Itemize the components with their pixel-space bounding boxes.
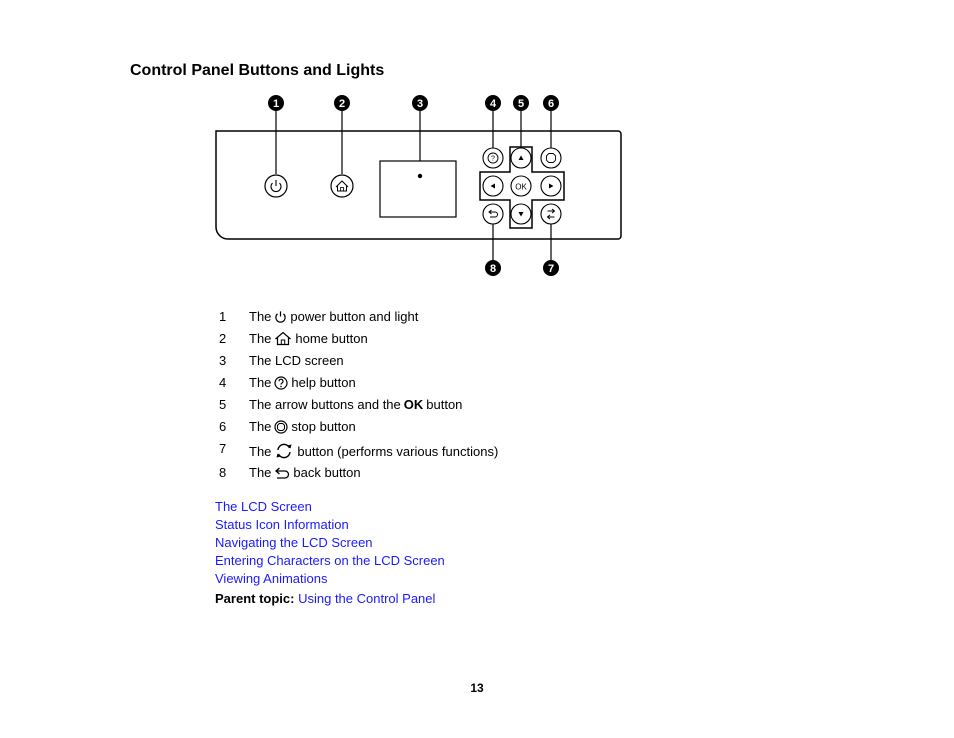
parent-topic-link[interactable]: Using the Control Panel [298,591,436,606]
back-icon [275,467,290,479]
callout-2: 2 [334,95,350,111]
home-button[interactable] [330,174,354,198]
callout-1: 1 [268,95,284,111]
link-entering-characters[interactable]: Entering Characters on the LCD Screen [215,553,445,568]
help-button[interactable]: ? [482,147,504,169]
callout-7: 7 [543,260,559,276]
svg-text:4: 4 [490,98,497,110]
link-navigating-lcd-screen[interactable]: Navigating the LCD Screen [215,535,373,550]
down-arrow-button[interactable] [510,203,532,225]
svg-text:1: 1 [273,98,279,110]
stop-button[interactable] [540,147,562,169]
back-button[interactable] [482,203,504,225]
link-status-icon-information[interactable]: Status Icon Information [215,517,349,532]
svg-text:2: 2 [339,98,345,110]
power-button[interactable] [264,174,288,198]
callout-8: 8 [485,260,501,276]
stop-icon [274,419,289,434]
svg-text:3: 3 [417,98,423,110]
link-viewing-animations[interactable]: Viewing Animations [215,571,328,586]
callout-3: 3 [412,95,428,111]
help-icon [274,375,289,390]
cycle-icon [276,443,292,459]
ok-button[interactable]: OK [510,175,532,197]
link-lcd-screen[interactable]: The LCD Screen [215,499,312,514]
power-icon [275,311,287,323]
parent-topic-label: Parent topic: [215,591,295,606]
left-arrow-button[interactable] [482,175,504,197]
page-title: Control Panel Buttons and Lights [130,62,385,79]
svg-text:6: 6 [548,98,554,110]
svg-text:5: 5 [518,98,524,110]
right-arrow-button[interactable] [540,175,562,197]
lcd-screen [379,160,457,218]
svg-text:?: ? [491,156,495,163]
control-panel-diagram: 1 2 3 4 5 6 7 8 [215,95,622,276]
callout-5: 5 [513,95,529,111]
parent-topic: Parent topic: Using the Control Panel [215,591,435,606]
home-icon [275,331,292,346]
callout-4: 4 [485,95,501,111]
page-number: 13 [470,681,484,695]
callout-6: 6 [543,95,559,111]
svg-text:7: 7 [548,263,554,275]
up-arrow-button[interactable] [510,147,532,169]
svg-text:8: 8 [490,263,496,275]
related-links: The LCD Screen Status Icon Information N… [215,498,445,588]
svg-text:OK: OK [515,183,527,192]
cycle-button[interactable] [540,203,562,225]
